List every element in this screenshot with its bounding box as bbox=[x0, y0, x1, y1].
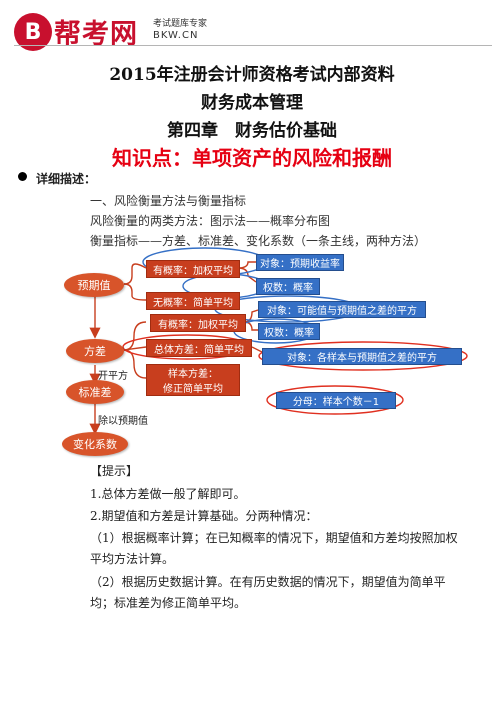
node-standard-deviation: 标准差 bbox=[66, 380, 124, 404]
tip-item: 2.期望值和方差是计算基础。分两种情况： bbox=[90, 509, 318, 523]
label-sqrt: 开平方 bbox=[98, 371, 128, 382]
box-prob-weighted-expected: 有概率：加权平均 bbox=[146, 260, 240, 278]
logo-name: 帮考网 bbox=[54, 19, 138, 50]
box-denominator: 分母：样本个数－1 bbox=[276, 392, 396, 409]
header-divider bbox=[14, 45, 492, 46]
tips-heading: 【提示】 bbox=[90, 464, 139, 478]
box-weight-probability-2: 权数：概率 bbox=[258, 323, 320, 340]
box-prob-weighted-variance: 有概率：加权平均 bbox=[150, 314, 246, 332]
box-object-sample-squared: 对象：各样本与预期值之差的平方 bbox=[262, 348, 462, 365]
box-population-variance: 总体方差：简单平均 bbox=[146, 339, 252, 357]
node-variance: 方差 bbox=[66, 339, 124, 363]
bullet-icon bbox=[18, 172, 27, 181]
logo-icon: B bbox=[14, 13, 52, 51]
tip-item: （2）根据历史数据计算。在有历史数据的情况下，期望值为简单平均；标准差为修正简单… bbox=[90, 575, 446, 610]
doc-title-knowledge-point: 知识点：单项资产的风险和报酬 bbox=[112, 146, 392, 170]
box-no-prob-simple: 无概率：简单平均 bbox=[146, 292, 240, 310]
tip-item: 1.总体方差做一般了解即可。 bbox=[90, 487, 246, 501]
node-coefficient-of-variation: 变化系数 bbox=[62, 432, 128, 456]
logo-tagline: 考试题库专家 bbox=[153, 19, 208, 29]
detail-line: 一、风险衡量方法与衡量指标 bbox=[90, 194, 247, 208]
detail-line: 风险衡量的两类方法：图示法——概率分布图 bbox=[90, 214, 331, 228]
detail-line: 衡量指标——方差、标准差、变化系数（一条主线，两种方法） bbox=[90, 234, 427, 248]
box-sample-variance: 样本方差： 修正简单平均 bbox=[146, 364, 240, 396]
logo-url-text: BKW.CN bbox=[153, 30, 199, 41]
box-weight-probability-1: 权数：概率 bbox=[256, 278, 320, 295]
doc-title-exam: 2015年注册会计师资格考试内部资料 bbox=[109, 65, 395, 85]
doc-title-chapter: 第四章 财务估价基础 bbox=[167, 121, 337, 141]
box-object-expected-returns: 对象：预期收益率 bbox=[256, 254, 344, 271]
node-expected-value: 预期值 bbox=[64, 273, 124, 297]
detail-label: 详细描述： bbox=[36, 172, 97, 186]
box-object-squared-difference: 对象：可能值与预期值之差的平方 bbox=[258, 301, 426, 318]
tip-item: （1）根据概率计算；在已知概率的情况下，期望值和方差均按照加权平均方法计算。 bbox=[90, 531, 458, 566]
label-divide-expected: 除以预期值 bbox=[98, 416, 148, 427]
sample-variance-line2: 修正简单平均 bbox=[163, 384, 223, 395]
doc-title-subject: 财务成本管理 bbox=[201, 93, 303, 113]
sample-variance-line1: 样本方差： bbox=[168, 369, 218, 380]
